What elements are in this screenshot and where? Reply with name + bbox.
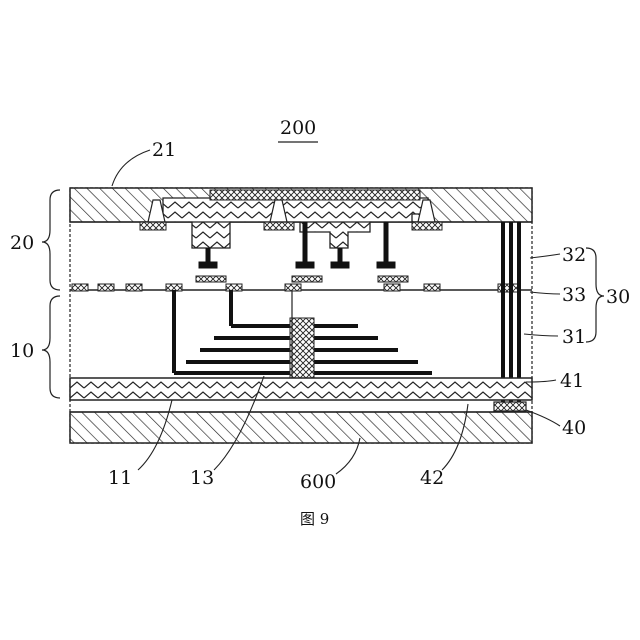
- label-41: 41: [560, 370, 584, 392]
- brace-30: [586, 248, 604, 342]
- label-42: 42: [420, 467, 444, 489]
- label-31: 31: [562, 326, 586, 348]
- chip-pad-a: [140, 222, 166, 230]
- connector-pads: [196, 276, 408, 282]
- brace-10: [42, 296, 60, 398]
- bottom-pad: [494, 402, 526, 411]
- central-via-column: [290, 318, 314, 378]
- label-600: 600: [300, 471, 336, 493]
- label-10: 10: [10, 340, 34, 362]
- label-11: 11: [108, 467, 132, 489]
- figure-caption: 图 9: [300, 510, 329, 528]
- brace-20: [42, 190, 60, 290]
- chip-upper-plate: [210, 190, 420, 200]
- label-40: 40: [562, 417, 586, 439]
- label-32: 32: [562, 244, 586, 266]
- chip-pad-c: [412, 222, 442, 230]
- label-21: 21: [152, 139, 176, 161]
- label-30: 30: [606, 286, 630, 308]
- lower-chevron-layer: [70, 378, 532, 400]
- label-33: 33: [562, 284, 586, 306]
- label-200: 200: [280, 117, 316, 139]
- label-13: 13: [190, 467, 214, 489]
- label-20: 20: [10, 232, 34, 254]
- chip-pad-b: [264, 222, 294, 230]
- substrate-layer: [70, 412, 532, 443]
